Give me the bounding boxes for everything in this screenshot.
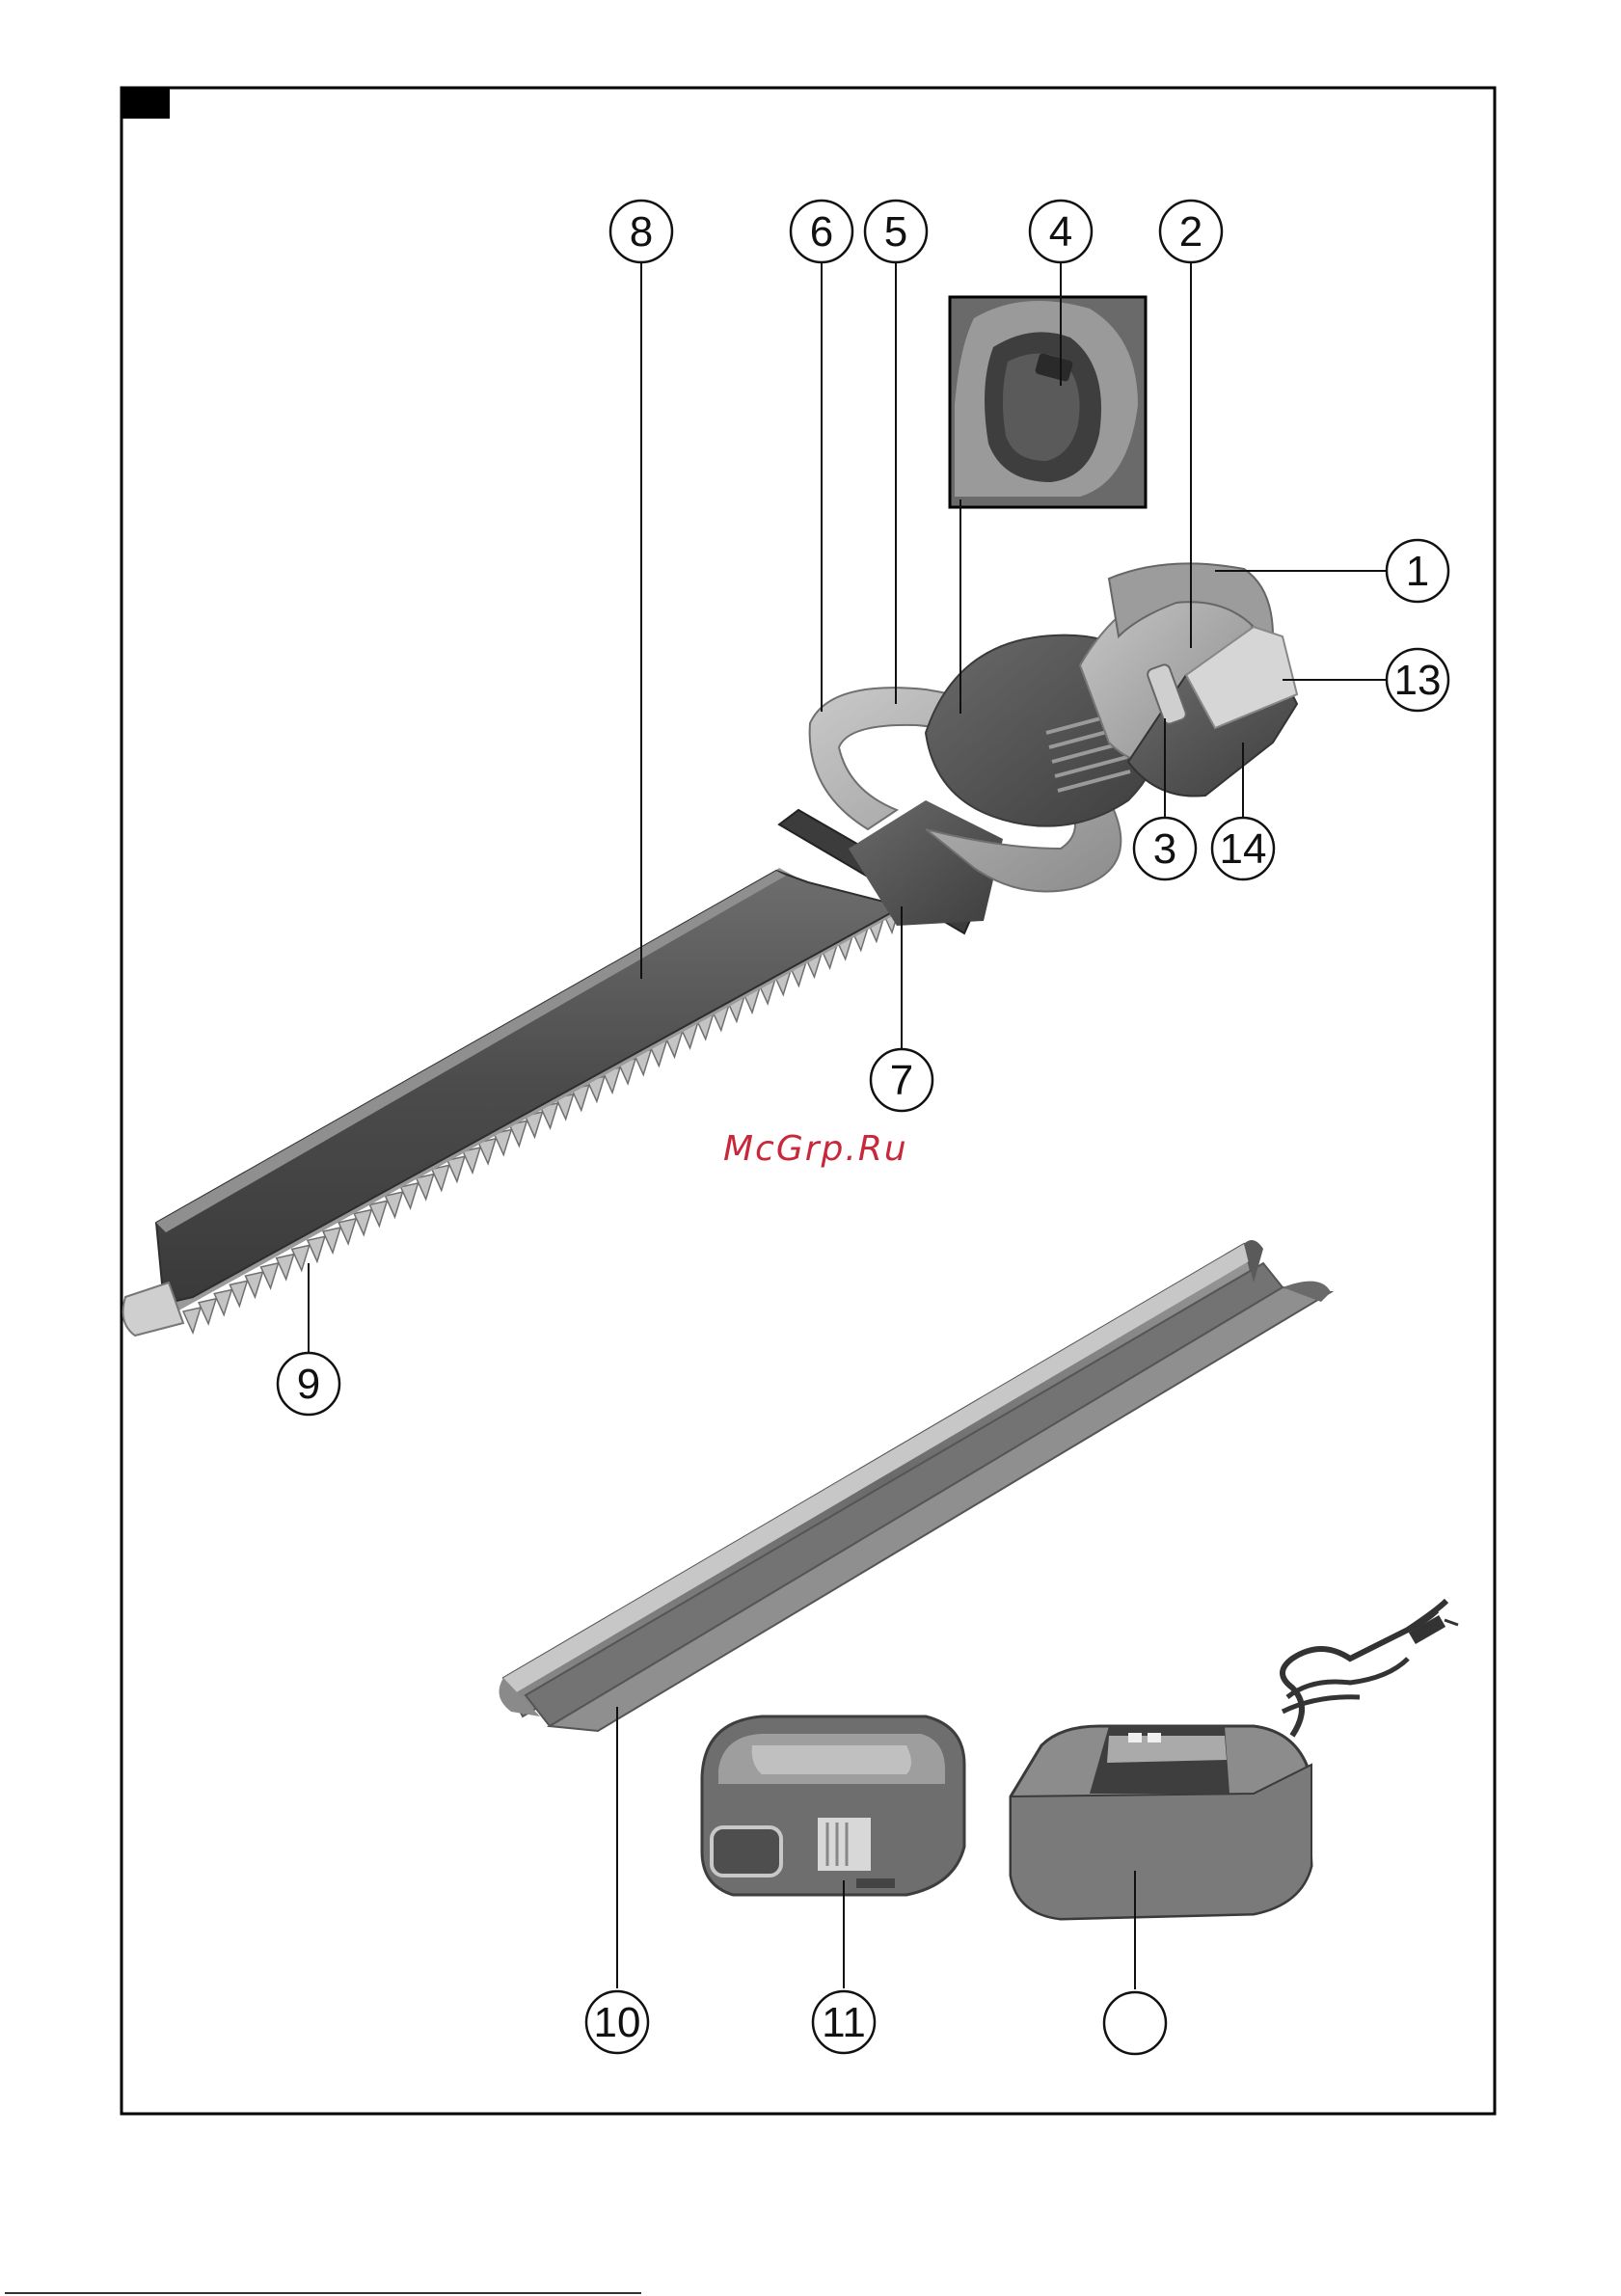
watermark-text: McGrp.Ru [723, 1129, 908, 1169]
callout-number: 8 [630, 208, 653, 256]
callout-1: 1 [1387, 540, 1448, 602]
blade-tooth [214, 1290, 231, 1315]
blade-protection [156, 871, 903, 1304]
blade-tooth [417, 1175, 434, 1200]
callout-number: 4 [1049, 208, 1072, 256]
blade-tooth [245, 1272, 262, 1297]
blade-tooth [401, 1183, 419, 1208]
callout-number: 5 [884, 208, 907, 256]
blade-tooth [292, 1245, 310, 1270]
blade-tooth [323, 1228, 340, 1253]
callout-number: 9 [297, 1361, 320, 1408]
callout-2: 2 [1160, 201, 1222, 262]
callout-12 [1104, 1992, 1166, 2054]
callout-7: 7 [871, 1049, 932, 1111]
callout-number: 11 [822, 1999, 866, 2046]
callout-number: 6 [810, 208, 833, 256]
callout-number: 14 [1220, 825, 1267, 873]
callout-10: 10 [586, 1991, 648, 2053]
blade-tooth [261, 1263, 279, 1288]
blade-protection-edge [156, 871, 786, 1232]
blade-tooth [338, 1219, 356, 1244]
charger-illustration [1011, 1601, 1458, 1919]
inset-detail [950, 297, 1146, 507]
callout-number: 1 [1406, 548, 1429, 595]
callout-9: 9 [278, 1353, 339, 1415]
callout-number: 3 [1153, 825, 1176, 873]
blade-tooth [199, 1299, 216, 1324]
callout-number: 7 [890, 1057, 913, 1104]
blade-cover-illustration [500, 1240, 1332, 1731]
blade-tooth [308, 1236, 325, 1261]
corner-marker [122, 88, 170, 119]
callout-4: 4 [1030, 201, 1092, 262]
callout-5: 5 [865, 201, 927, 262]
callout-8: 8 [610, 201, 672, 262]
callout-3: 3 [1134, 818, 1196, 879]
callout-13: 13 [1387, 649, 1448, 711]
blade-tooth [354, 1210, 371, 1235]
blade-tooth [277, 1255, 294, 1280]
callout-11: 11 [813, 1991, 875, 2053]
blade-tooth [369, 1201, 387, 1226]
blade-tooth [230, 1281, 247, 1306]
blade-tooth [183, 1308, 201, 1333]
callout-number: 2 [1179, 208, 1202, 256]
hedge-trimmer-illustration [123, 297, 1297, 1336]
callout-number: 10 [594, 1999, 641, 2046]
battery-illustration [702, 1716, 964, 1895]
callout-circle [1104, 1992, 1166, 2054]
callout-14: 14 [1212, 818, 1274, 879]
callout-6: 6 [791, 201, 852, 262]
callout-number: 13 [1394, 657, 1442, 704]
blade-tooth [385, 1192, 402, 1217]
